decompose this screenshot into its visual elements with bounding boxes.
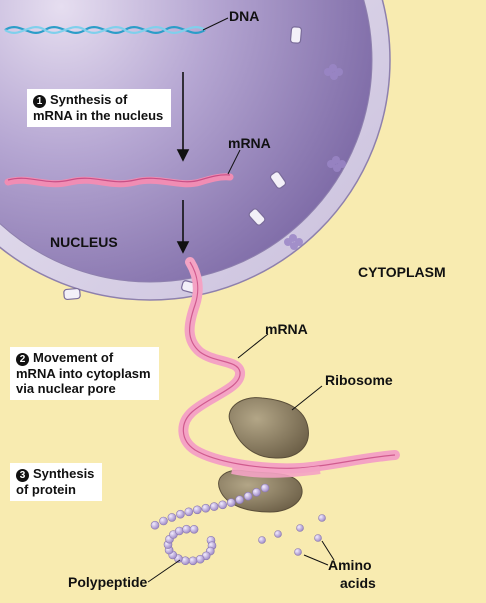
polypeptide-bead: [159, 516, 168, 526]
flow-arrows: [176, 72, 190, 254]
dna-pointer-line: [202, 17, 229, 31]
polypeptide-bead: [260, 483, 270, 493]
polypeptide-bead: [193, 505, 202, 515]
polypeptide-bead: [150, 520, 160, 530]
polypeptide-bead: [167, 513, 177, 522]
polypeptide-bead: [209, 502, 219, 511]
mrna-nuclear-strand: [4, 173, 234, 188]
polypeptide-bead: [226, 498, 236, 507]
polypeptide-bead: [235, 495, 244, 505]
nucleus-label: NUCLEUS: [50, 234, 118, 250]
polypeptide-label: Polypeptide: [68, 574, 148, 590]
mrna-mid-pointer-line: [237, 333, 269, 359]
step-2-line2: mRNA into cytoplasm: [16, 366, 151, 381]
polypeptide-bead: [252, 487, 261, 497]
polypeptide-bead: [182, 524, 191, 534]
polypeptide-bead: [175, 526, 184, 536]
step-2-number: 2: [16, 353, 29, 366]
step-1-line1: Synthesis of: [50, 92, 128, 107]
nucleus-interior: [0, 0, 373, 283]
amino-pointer-line-2: [321, 540, 335, 561]
amino-acids-label-line1: Amino: [328, 557, 372, 573]
polypeptide-chain: [150, 483, 270, 566]
mrna-nucleus-label: mRNA: [228, 135, 271, 151]
dna-helix: [4, 26, 206, 34]
step-3-line1: Synthesis: [33, 466, 95, 481]
polypeptide-bead: [184, 507, 194, 517]
envelope-proteins: [284, 64, 346, 250]
step-3-box: 3 Synthesis of protein: [10, 463, 103, 501]
mrna-top-pointer-line: [227, 149, 241, 175]
step-1-number: 1: [33, 95, 46, 108]
polypeptide-bead: [176, 509, 185, 519]
polypeptide-bead: [189, 524, 199, 534]
polypeptide-bead: [218, 500, 227, 510]
polypeptide-bead: [201, 503, 211, 513]
dna-label: DNA: [229, 8, 260, 24]
step-3-line2: of protein: [16, 482, 76, 497]
step-2-line3: via nuclear pore: [16, 381, 116, 396]
step-1-box: 1 Synthesis of mRNA in the nucleus: [27, 89, 172, 127]
polypeptide-pointer-line: [147, 559, 181, 583]
ribosome-label: Ribosome: [325, 372, 393, 388]
amino-acids-label-line2: acids: [340, 575, 376, 591]
step-2-line1: Movement of: [33, 350, 114, 365]
step-2-box: 2 Movement of mRNA into cytoplasm via nuc…: [10, 347, 159, 400]
ribosome-pointer-line: [291, 385, 323, 411]
free-amino-acids: [258, 514, 326, 556]
polypeptide-bead: [243, 491, 253, 501]
amino-pointer-line-1: [303, 554, 329, 566]
polypeptide-bead: [188, 556, 198, 566]
cytoplasm-label: CYTOPLASM: [358, 264, 446, 280]
step-3-number: 3: [16, 469, 29, 482]
mrna-cytoplasm-label: mRNA: [265, 321, 308, 337]
polypeptide-bead: [195, 554, 205, 564]
step-1-line2: mRNA in the nucleus: [33, 108, 164, 123]
